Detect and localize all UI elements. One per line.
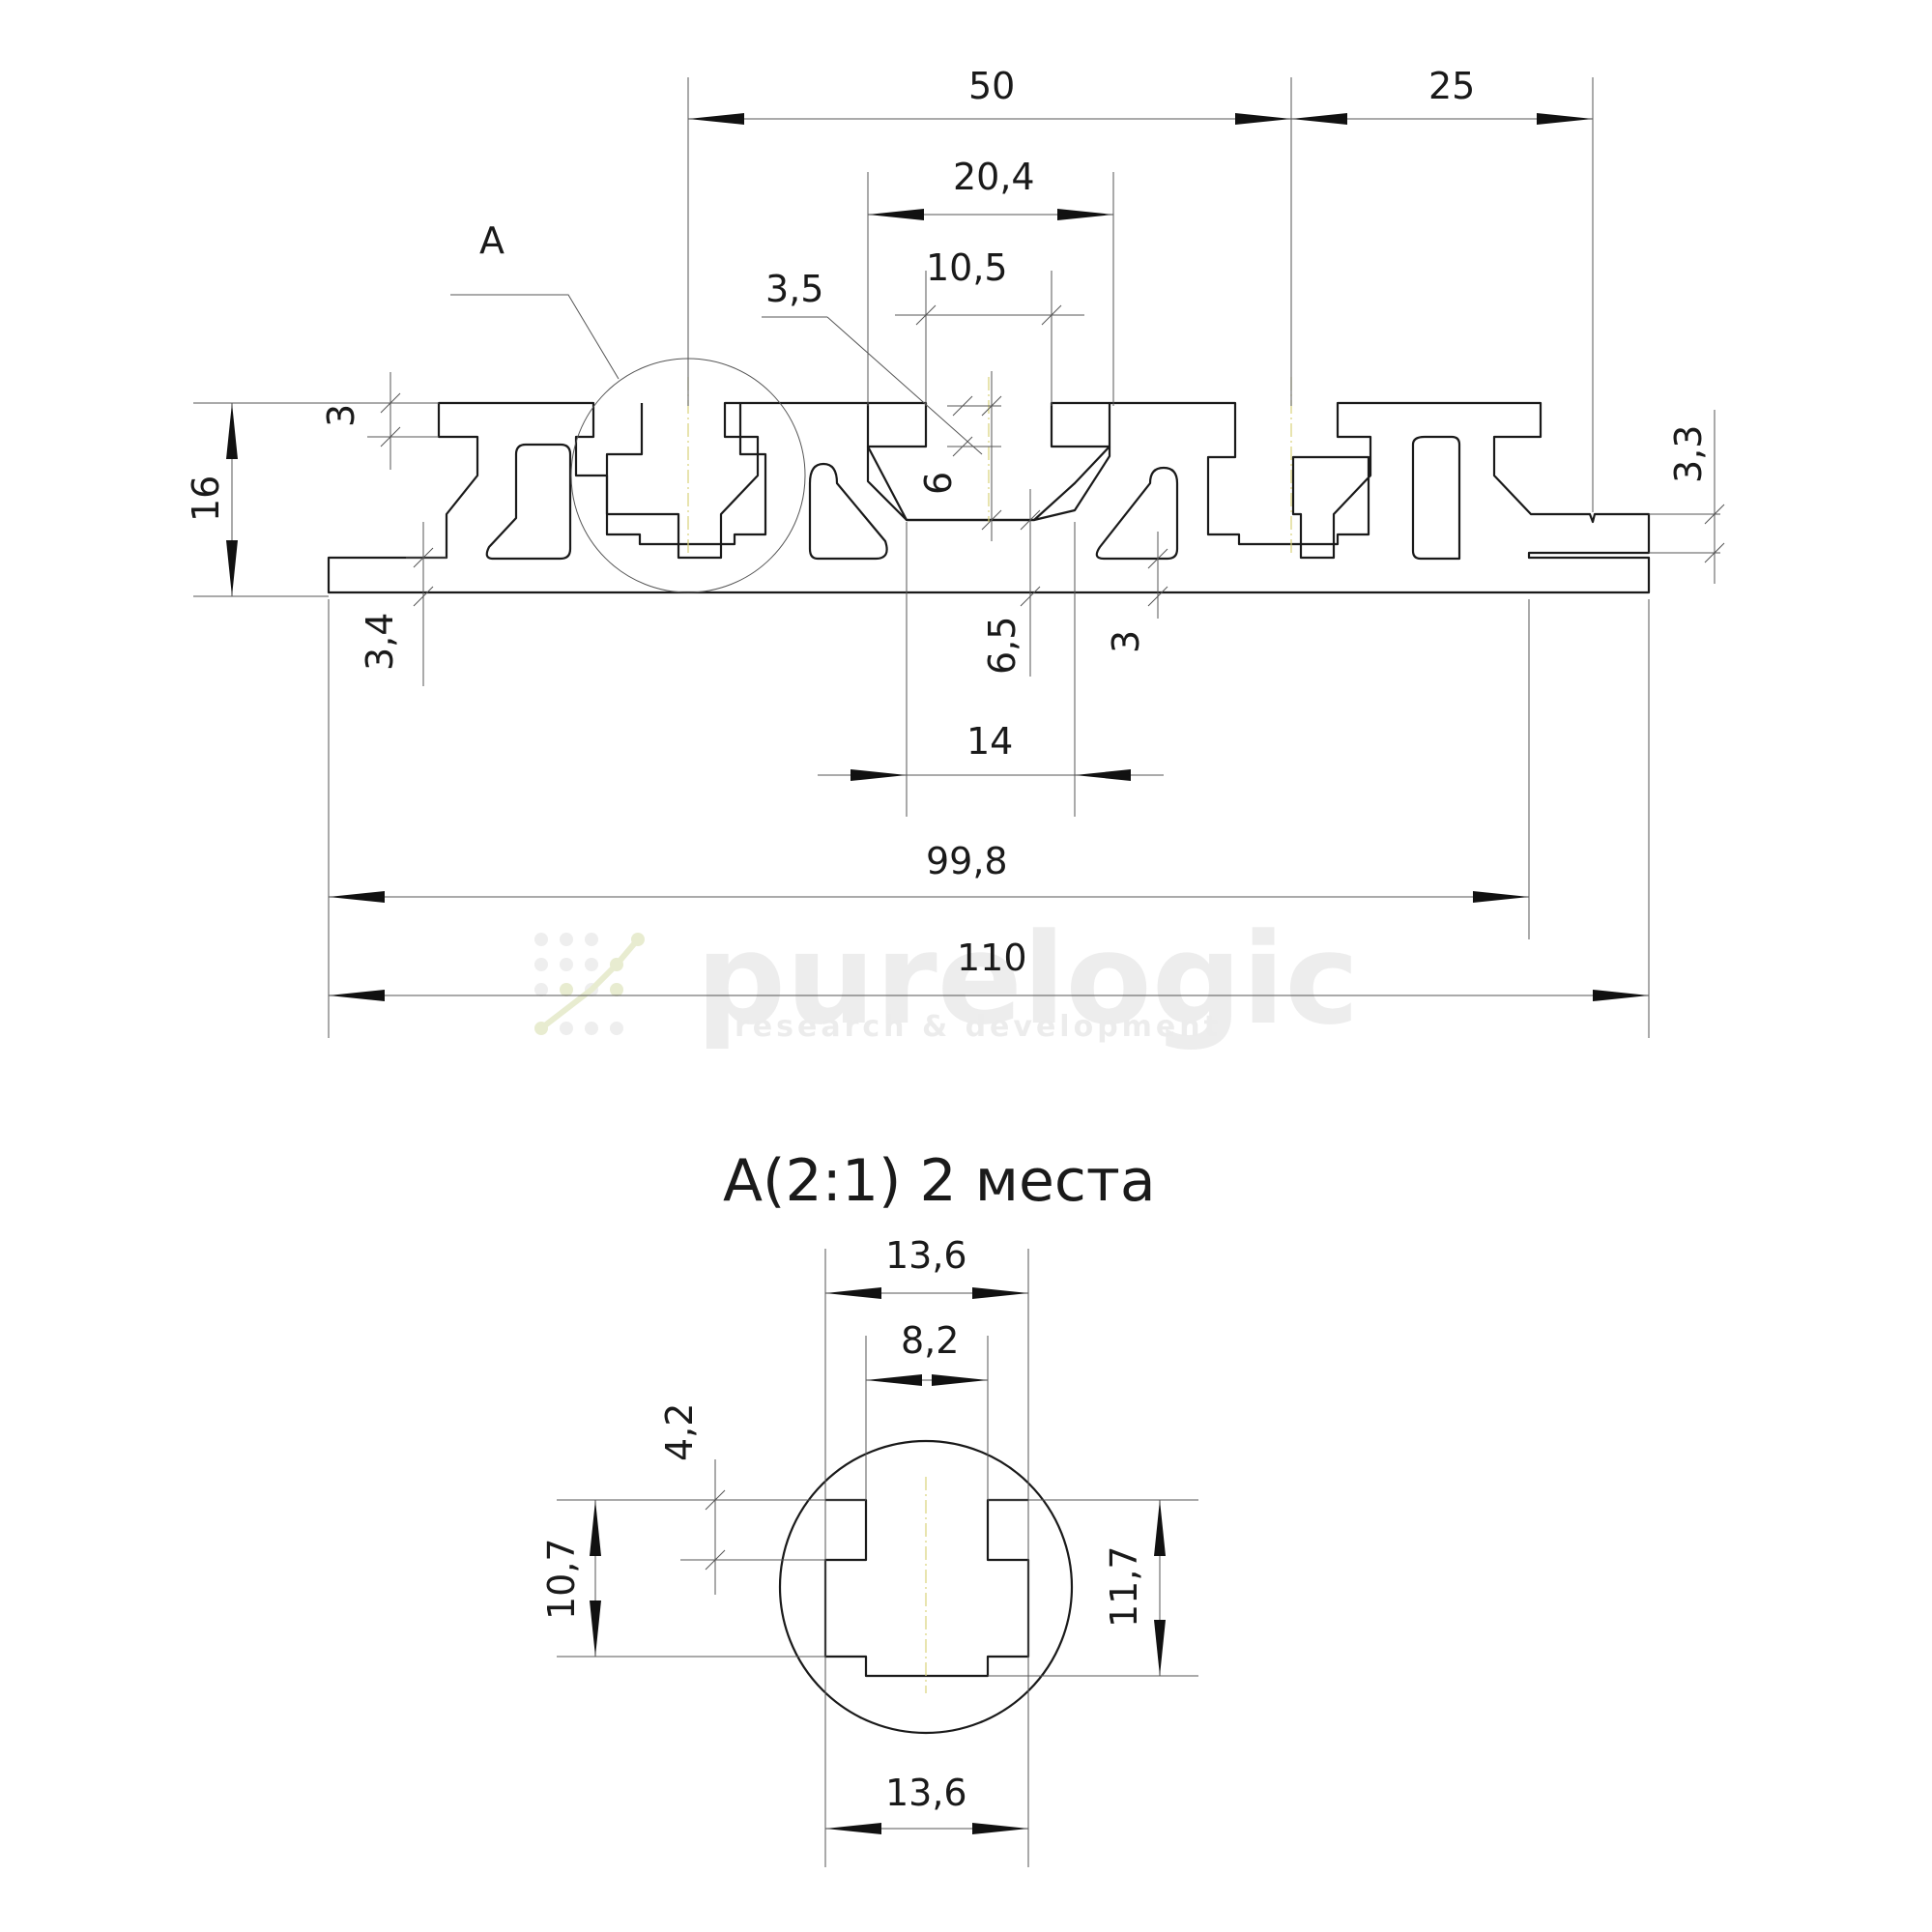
dim-20-4-label: 20,4	[953, 156, 1035, 198]
detail-leader-a	[450, 294, 620, 380]
dim-50: 50	[688, 65, 1291, 125]
dim-14: 14	[818, 720, 1164, 781]
dim-6: 6	[917, 371, 1002, 541]
dim-25-label: 25	[1428, 65, 1475, 107]
dim-3-3-label: 3,3	[1667, 425, 1710, 483]
dim-20-4: 20,4	[868, 156, 1113, 220]
watermark: purelogic research & development	[534, 906, 1359, 1053]
dim-3-3: 3,3	[1667, 410, 1725, 584]
dim-10-5-label: 10,5	[926, 246, 1008, 289]
detail-title: A(2:1) 2 места	[723, 1147, 1156, 1215]
dim-50-label: 50	[968, 65, 1015, 107]
dim-110-label: 110	[957, 937, 1027, 979]
dim-6-label: 6	[917, 472, 960, 495]
dim-25: 25	[1291, 65, 1593, 125]
watermark-tagline: research & development	[735, 1010, 1222, 1044]
dim-4-2: 4,2	[658, 1403, 726, 1595]
detail-a-view	[778, 1439, 1074, 1735]
dim-13-6-bottom-label: 13,6	[885, 1772, 967, 1814]
detail-a-slot	[823, 1498, 1030, 1678]
dim-14-label: 14	[966, 720, 1013, 763]
dim-10-7-label: 10,7	[540, 1538, 583, 1620]
dim-16: 16	[185, 403, 238, 596]
dim-3-4-label: 3,4	[359, 613, 401, 671]
profile-outline	[327, 401, 1651, 594]
dim-13-6-top: 13,6	[825, 1234, 1028, 1299]
dim-11-7: 11,7	[1103, 1500, 1166, 1676]
dim-13-6-top-label: 13,6	[885, 1234, 967, 1277]
dim-10-5: 10,5	[895, 246, 1084, 326]
dim-99-8: 99,8	[329, 840, 1529, 903]
dim-3-5: 3,5	[762, 268, 1001, 457]
dim-11-7-label: 11,7	[1103, 1545, 1145, 1628]
dim-3-5-label: 3,5	[765, 268, 823, 310]
dim-4-2-label: 4,2	[658, 1403, 701, 1461]
dim-10-7: 10,7	[540, 1500, 601, 1657]
extension-lines-main	[193, 77, 1720, 1038]
detail-callout-label: A	[479, 219, 505, 262]
dim-8-2: 8,2	[866, 1319, 988, 1386]
dim-3-bottom: 3	[1105, 532, 1168, 653]
dim-99-8-label: 99,8	[926, 840, 1008, 882]
dim-16-label: 16	[185, 476, 227, 522]
dim-6-5: 6,5	[981, 489, 1041, 677]
dim-8-2-label: 8,2	[901, 1319, 959, 1362]
extension-lines-detail	[557, 1249, 1198, 1867]
watermark-brand: purelogic	[696, 906, 1359, 1053]
dim-3-top: 3	[320, 372, 439, 470]
dim-3-bottom-label: 3	[1105, 630, 1147, 653]
dim-3-4: 3,4	[359, 522, 447, 686]
dim-3-top-label: 3	[320, 404, 362, 427]
dim-6-5-label: 6,5	[981, 617, 1024, 675]
dot-grid-logo-icon	[534, 933, 645, 1035]
dim-110: 110	[329, 937, 1649, 1001]
dim-13-6-bottom: 13,6	[825, 1772, 1028, 1834]
detail-a-circle	[778, 1439, 1074, 1735]
